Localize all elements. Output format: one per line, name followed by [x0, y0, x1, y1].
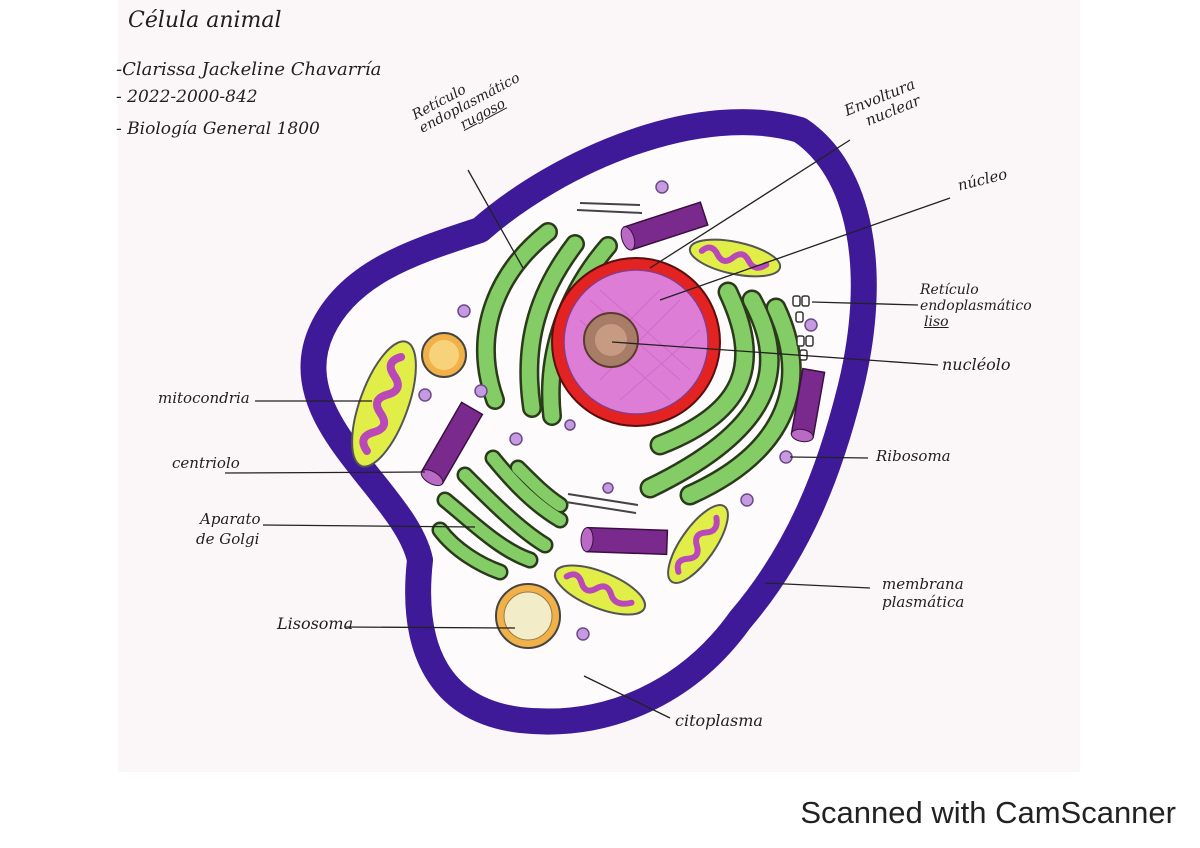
student-id: - 2022-2000-842	[116, 87, 258, 107]
centriole-2	[420, 401, 484, 487]
label-plasma-membrane: membrana plasmática	[882, 575, 964, 611]
lysosome-small	[421, 332, 467, 378]
mitochondrion-bottom	[553, 564, 647, 616]
mitochondrion-left	[351, 340, 417, 468]
centriole-4	[580, 526, 669, 556]
label-ribosome: Ribosoma	[876, 447, 951, 465]
course-name: - Biología General 1800	[116, 119, 320, 139]
lysosome-large	[495, 583, 561, 649]
label-smooth-er-line2: endoplasmático	[920, 298, 1032, 315]
diagram-title: Célula animal	[128, 8, 282, 33]
centriole-3	[790, 367, 826, 443]
pointer-lines	[224, 139, 951, 719]
label-plasma-membrane-line2: plasmática	[882, 593, 965, 611]
mitochondrion-right	[667, 504, 729, 584]
label-cytoplasm: citoplasma	[675, 711, 763, 730]
label-golgi-line1: Aparato	[200, 510, 261, 528]
label-smooth-er-line3: liso	[924, 314, 949, 331]
label-nucleolus: nucléolo	[942, 355, 1011, 374]
label-plasma-membrane-line1: membrana	[882, 575, 964, 593]
label-smooth-er: Retículo endoplasmático liso	[920, 282, 1032, 330]
centriole-1	[620, 201, 709, 251]
label-golgi-line2: de Golgi	[196, 529, 260, 548]
label-lysosome: Lisosoma	[277, 614, 354, 633]
label-golgi: Aparato de Golgi	[196, 510, 261, 549]
label-centriole: centriolo	[172, 454, 240, 472]
scanner-watermark: Scanned with CamScanner	[800, 795, 1176, 830]
label-mitochondria: mitocondria	[158, 389, 250, 407]
label-smooth-er-line1: Retículo	[920, 282, 979, 298]
author-name: -Clarissa Jackeline Chavarría	[116, 59, 382, 80]
mitochondrion-top	[688, 238, 782, 278]
